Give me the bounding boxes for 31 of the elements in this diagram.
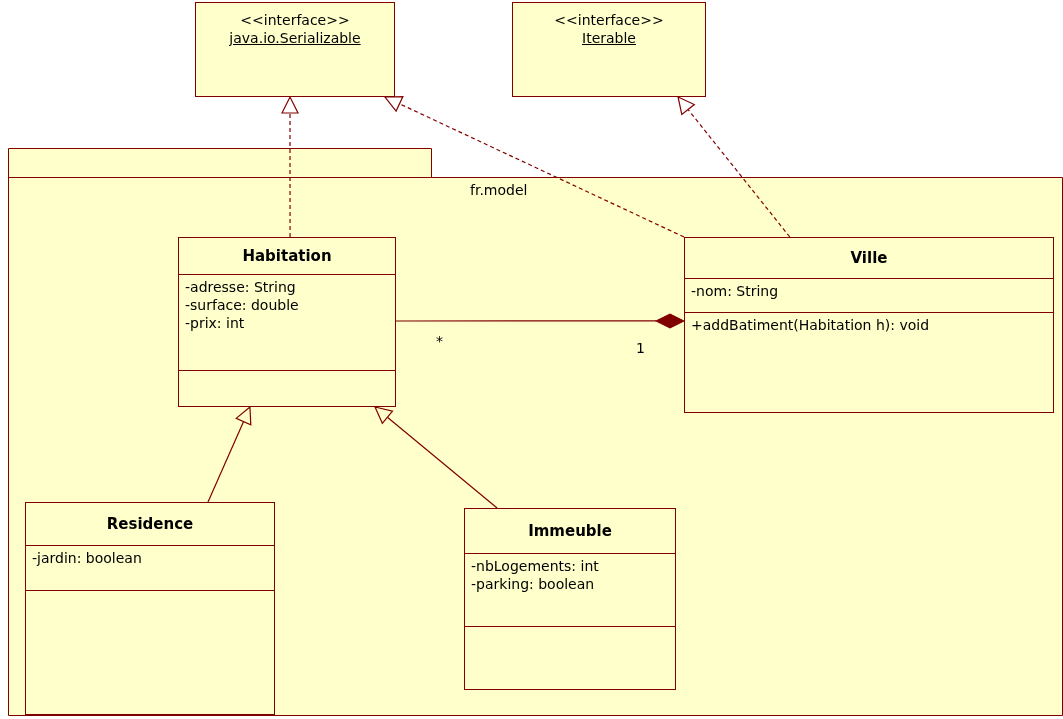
generalization-arrow	[374, 406, 498, 509]
multiplicity-label: *	[436, 333, 443, 349]
attribute-text: -surface: double	[185, 297, 300, 313]
class-name: Habitation	[242, 247, 332, 265]
class-box	[684, 237, 1054, 413]
interface-name: java.io.Serializable	[229, 30, 361, 46]
class-name: Immeuble	[528, 522, 612, 540]
interface-box	[195, 2, 395, 97]
interface-box	[512, 2, 706, 97]
stereotype-label: <<interface>>	[240, 12, 350, 28]
realization-arrow	[281, 96, 299, 238]
package-name: fr.model	[470, 182, 528, 198]
class-name: Residence	[106, 515, 194, 533]
multiplicity-label: 1	[636, 340, 645, 356]
interface-name: Iterable	[582, 30, 636, 46]
stereotype-label: <<interface>>	[554, 12, 664, 28]
attribute-text: -nbLogements: int	[471, 558, 600, 574]
realization-arrow	[677, 96, 791, 238]
operation-text: +addBatiment(Habitation h): void	[691, 317, 931, 333]
class-box	[464, 508, 676, 690]
class-name: Ville	[850, 249, 888, 267]
generalization-arrow	[207, 406, 252, 503]
composition-line	[395, 313, 685, 329]
attribute-text: -nom: String	[691, 283, 780, 299]
class-box	[178, 237, 396, 407]
attribute-text: -jardin: boolean	[32, 550, 143, 566]
attribute-text: -parking: boolean	[471, 576, 596, 592]
attribute-text: -adresse: String	[185, 279, 297, 295]
class-box	[25, 502, 275, 715]
attribute-text: -prix: int	[185, 315, 246, 331]
realization-arrow	[384, 95, 685, 238]
